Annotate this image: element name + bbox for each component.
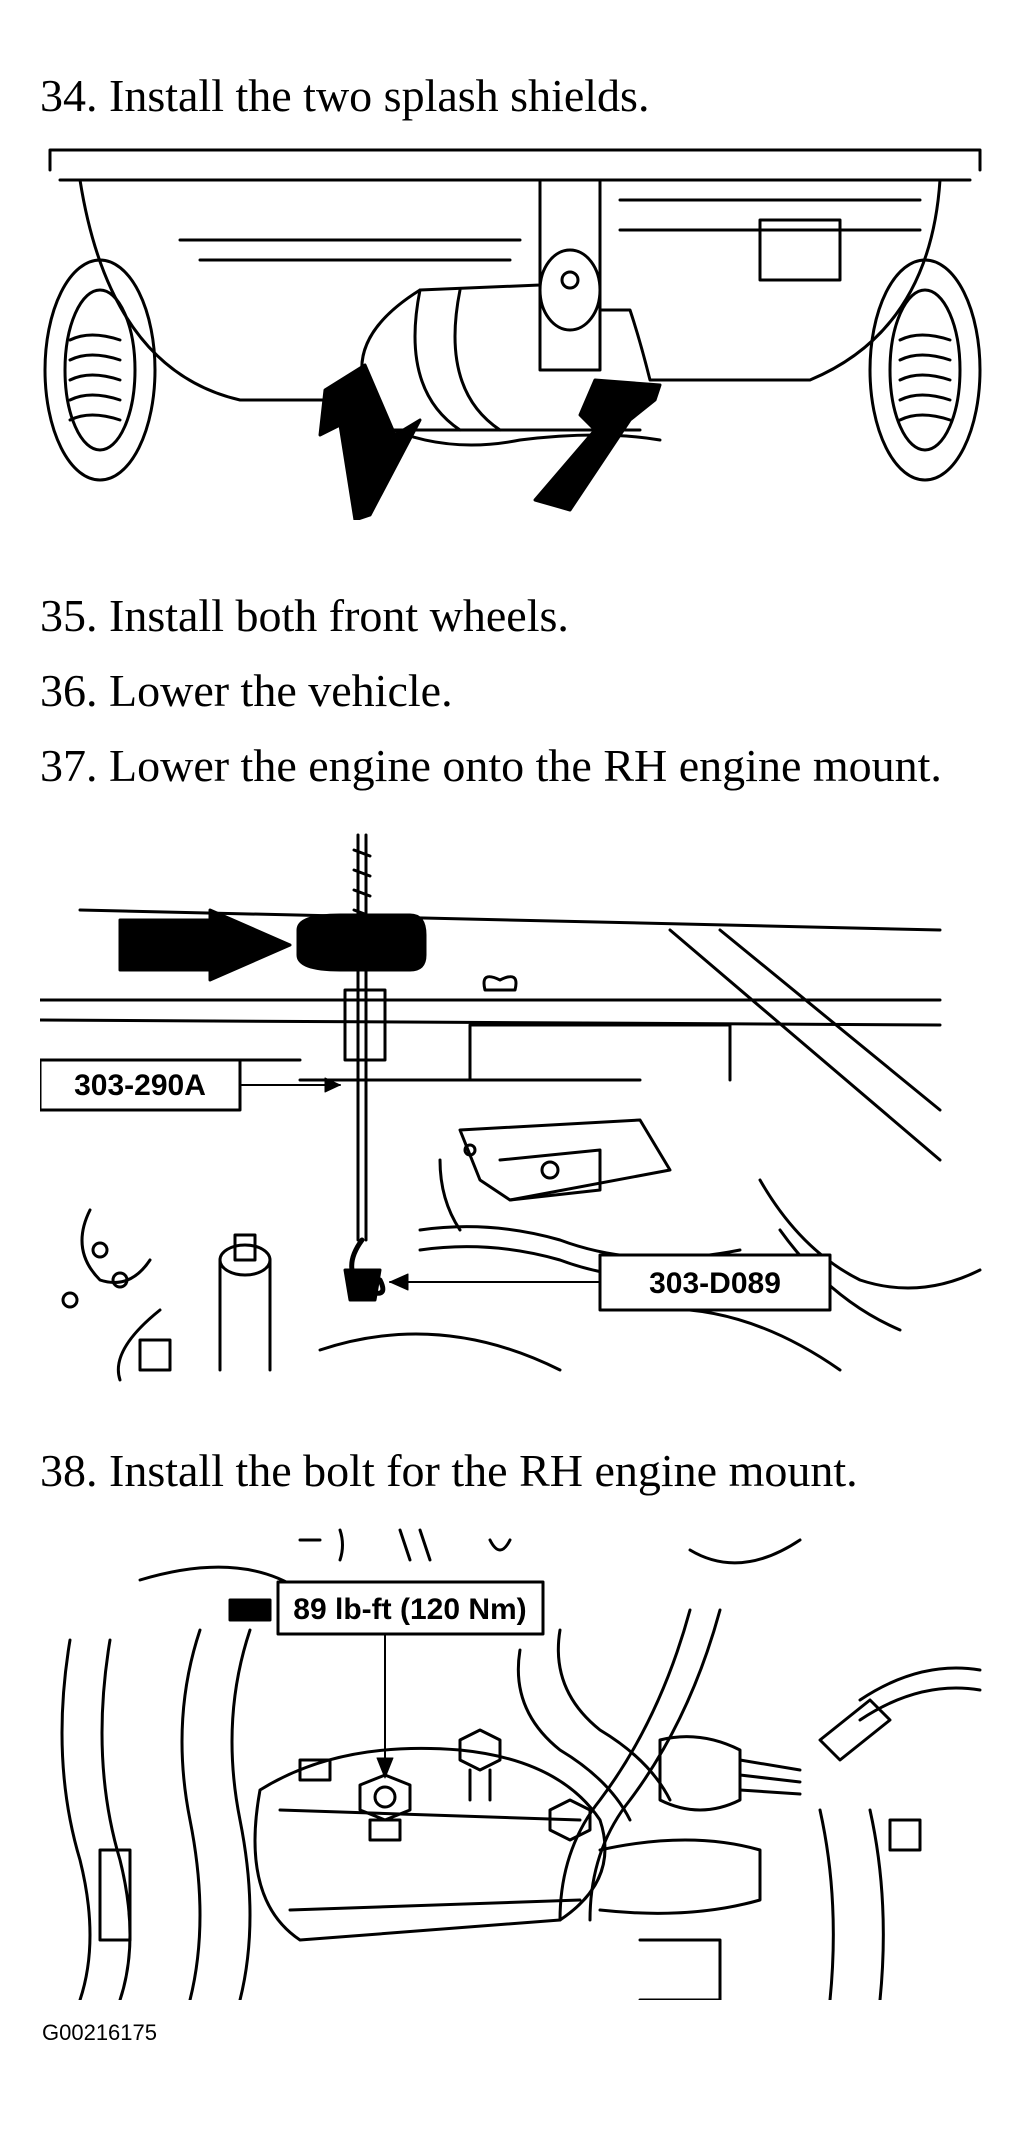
- torque-callout: 89 lb-ft (120 Nm): [276, 1580, 545, 1779]
- engine-support-illustration: 303-290A 303-D089: [40, 830, 987, 1390]
- tool-303-d089-callout: 303-D089: [389, 1253, 832, 1312]
- right-shield-arrow: [533, 378, 662, 512]
- left-splash-shield-drawing: [78, 178, 542, 402]
- right-wheel-drawing: [868, 258, 982, 482]
- threaded-rod-drawing: [356, 833, 368, 1242]
- engine-mount-bolt-illustration: 89 lb-ft (120 Nm): [40, 1520, 987, 2000]
- tool-b-label: 303-D089: [649, 1267, 781, 1300]
- tool-303-290a-callout: 303-290A: [40, 1058, 341, 1112]
- step-36-text: 36. Lower the vehicle.: [40, 665, 453, 716]
- knob-drawing: [296, 913, 427, 972]
- mount-bolt-drawing: [358, 1773, 412, 1842]
- step-38-text: 38. Install the bolt for the RH engine m…: [40, 1445, 858, 1496]
- torque-label: 89 lb-ft (120 Nm): [293, 1593, 526, 1626]
- step-34-text: 34. Install the two splash shields.: [40, 70, 650, 121]
- engine-mount-drawing: [253, 1746, 762, 1942]
- splash-shields-illustration: [40, 140, 987, 520]
- right-splash-shield-drawing: [598, 178, 942, 382]
- step-35-text: 35. Install both front wheels.: [40, 590, 569, 641]
- left-wheel-drawing: [43, 258, 157, 482]
- tool-a-label: 303-290A: [74, 1069, 206, 1102]
- left-shield-arrow: [318, 363, 422, 520]
- step-37-text: 37. Lower the engine onto the RH engine …: [40, 740, 942, 791]
- figure-id: G00216175: [42, 2020, 157, 2045]
- direction-arrow: [118, 908, 292, 982]
